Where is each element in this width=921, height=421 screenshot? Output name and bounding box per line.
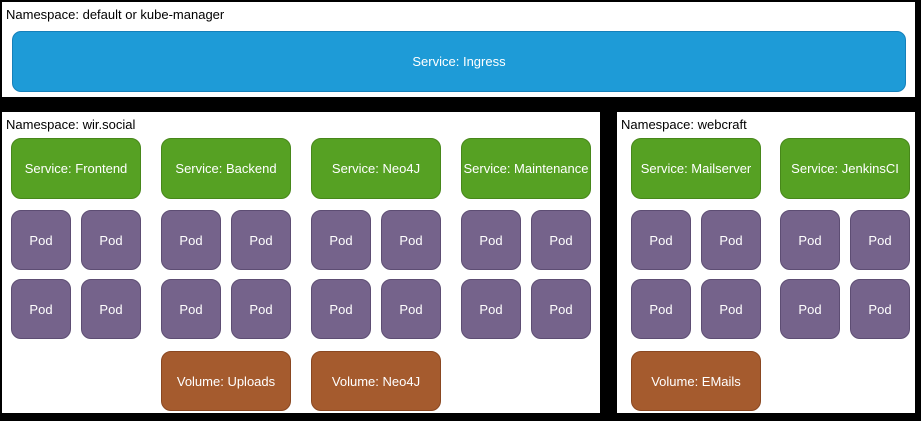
pod-box: Pod — [850, 279, 910, 339]
pod-box: Pod — [311, 210, 371, 270]
pod-box: Pod — [231, 210, 291, 270]
pod-box: Pod — [461, 279, 521, 339]
pod-box: Pod — [81, 210, 141, 270]
pod-box: Pod — [631, 279, 691, 339]
pod-box: Pod — [701, 210, 761, 270]
service-ingress-box: Service: Ingress — [12, 31, 906, 92]
service-jenkinsci-box: Service: JenkinsCI — [780, 138, 910, 199]
pod-box: Pod — [381, 210, 441, 270]
service-mailserver-box: Service: Mailserver — [631, 138, 761, 199]
namespace-panel-default: Namespace: default or kube-manager Servi… — [2, 2, 915, 97]
pod-box: Pod — [161, 279, 221, 339]
pod-box: Pod — [780, 279, 840, 339]
service-maintenance-box: Service: Maintenance — [461, 138, 591, 199]
pod-box: Pod — [311, 279, 371, 339]
volume-emails-box: Volume: EMails — [631, 351, 761, 411]
namespace-label: Namespace: default or kube-manager — [6, 7, 225, 22]
pod-box: Pod — [381, 279, 441, 339]
pod-box: Pod — [231, 279, 291, 339]
namespace-panel-wir-social: Namespace: wir.social Service: Frontend … — [2, 112, 600, 413]
pod-box: Pod — [701, 279, 761, 339]
service-frontend-box: Service: Frontend — [11, 138, 141, 199]
pod-box: Pod — [531, 279, 591, 339]
pod-box: Pod — [161, 210, 221, 270]
pod-box: Pod — [11, 210, 71, 270]
service-backend-box: Service: Backend — [161, 138, 291, 199]
volume-uploads-box: Volume: Uploads — [161, 351, 291, 411]
pod-box: Pod — [461, 210, 521, 270]
service-neo4j-box: Service: Neo4J — [311, 138, 441, 199]
pod-box: Pod — [81, 279, 141, 339]
volume-neo4j-box: Volume: Neo4J — [311, 351, 441, 411]
pod-box: Pod — [850, 210, 910, 270]
pod-box: Pod — [11, 279, 71, 339]
pod-box: Pod — [780, 210, 840, 270]
pod-box: Pod — [531, 210, 591, 270]
pod-box: Pod — [631, 210, 691, 270]
namespace-label: Namespace: webcraft — [621, 117, 747, 132]
namespace-label: Namespace: wir.social — [6, 117, 136, 132]
namespace-panel-webcraft: Namespace: webcraft Service: Mailserver … — [617, 112, 915, 413]
